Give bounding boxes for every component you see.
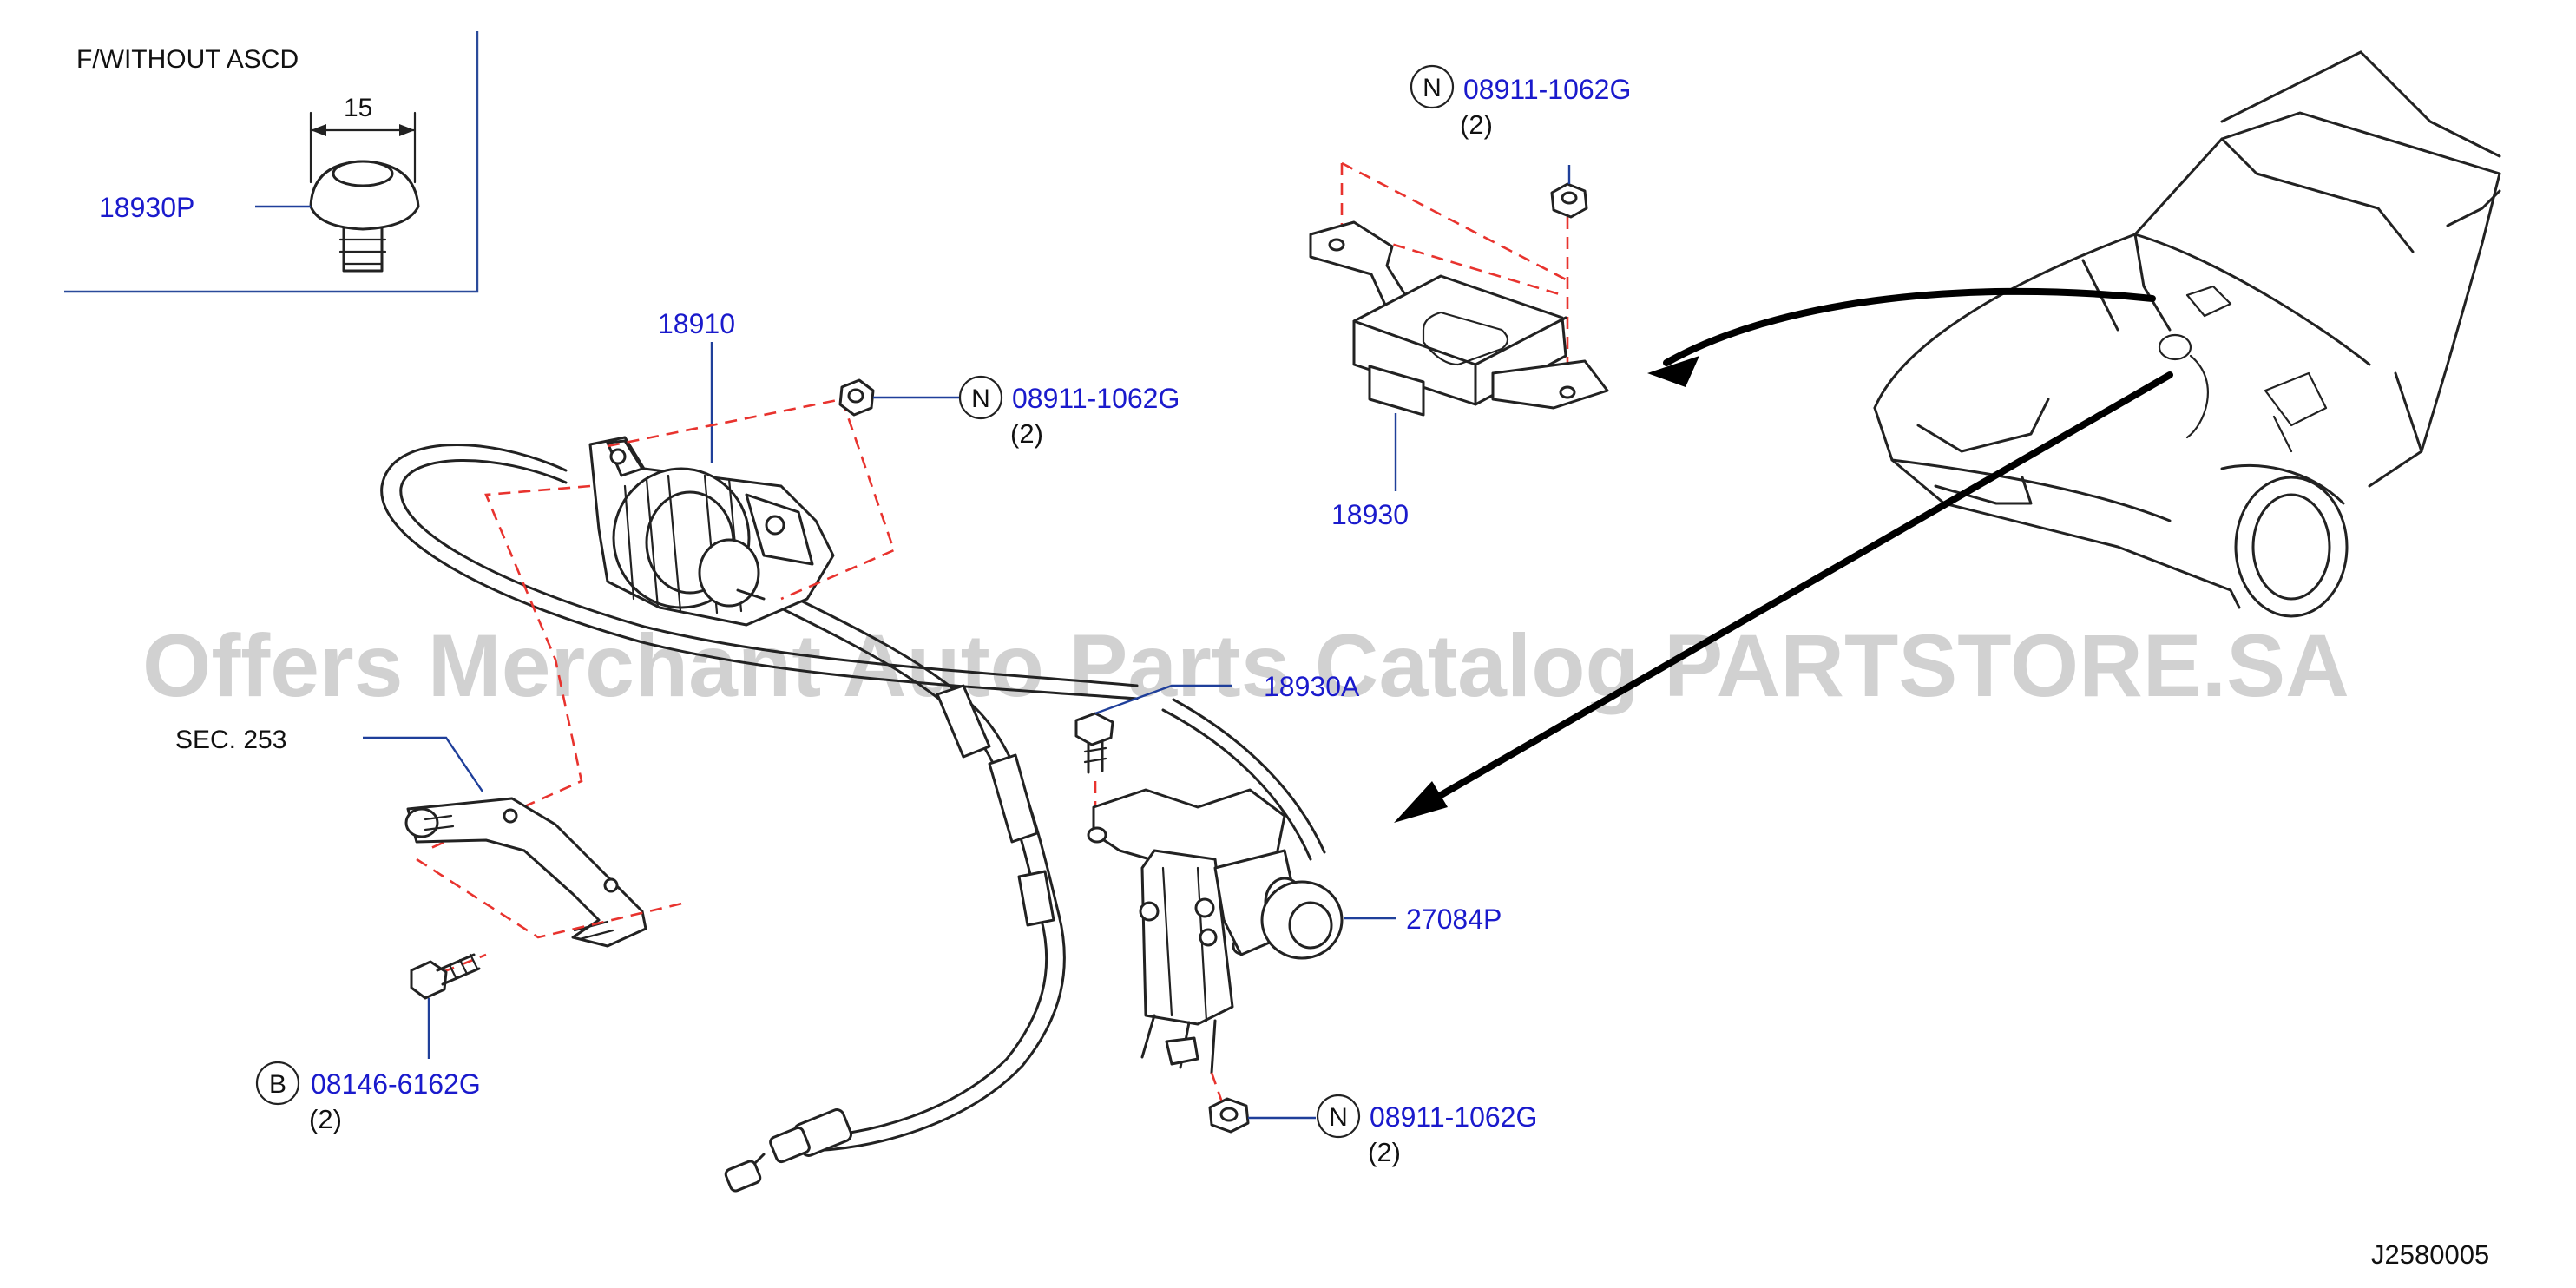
dimension-arrow-left (311, 124, 326, 136)
label-sec-253[interactable]: SEC. 253 (175, 726, 286, 754)
qty-bolt: (2) (309, 1104, 342, 1134)
circle-nut-top (1410, 64, 1455, 109)
leader-18930a (1094, 684, 1232, 715)
arrow-to-control-unit (1663, 287, 2156, 366)
dash-unit-diag (1341, 161, 1567, 281)
qty-nut-bottom: (2) (1368, 1137, 1401, 1167)
bolt-18930a (1074, 712, 1114, 774)
inset-title: F/WITHOUT ASCD (76, 45, 299, 74)
dash-actuator-nut (607, 398, 896, 601)
label-nut-mid[interactable]: 08911-1062G (1012, 383, 1180, 414)
nut-top (1550, 182, 1588, 219)
dash-actuator-bracket (424, 484, 591, 852)
plug-clip-18930p (309, 160, 420, 273)
label-18930[interactable]: 18930 (1331, 499, 1409, 530)
circle-nut-bottom-letter: N (1329, 1103, 1348, 1132)
dash-bolt (442, 953, 487, 974)
unit-27084p (1087, 788, 1344, 1074)
vehicle-illustration (1873, 50, 2501, 618)
throttle-cable (724, 585, 1066, 1193)
label-18930a[interactable]: 18930A (1264, 671, 1360, 702)
dash-nut-bottom (1210, 1072, 1224, 1103)
nut-mid (838, 378, 875, 417)
label-nut-top[interactable]: 08911-1062G (1463, 74, 1631, 105)
arrow-to-actuator (1416, 371, 2173, 811)
label-27084p[interactable]: 27084P (1406, 904, 1502, 935)
inset-border (64, 31, 479, 293)
circle-bolt (255, 1061, 300, 1106)
arrowhead-control-unit (1647, 356, 1699, 387)
accelerator-cable-loop (380, 443, 1326, 861)
actuator-18910 (588, 436, 835, 627)
qty-nut-mid: (2) (1010, 418, 1043, 449)
circle-bolt-letter: B (269, 1070, 286, 1099)
dimension-arrow-right (399, 124, 415, 136)
leader-sec-253 (363, 736, 483, 792)
cable-end-fitting (724, 1108, 853, 1193)
circle-nut-top-letter: N (1423, 74, 1442, 102)
circle-nut-bottom (1316, 1094, 1361, 1139)
circle-nut-mid (958, 375, 1003, 420)
watermark-text: Offers Merchant Auto Parts Catalog PARTS… (142, 616, 2349, 715)
bracket-sec-253 (404, 797, 647, 948)
label-bolt[interactable]: 08146-6162G (311, 1068, 481, 1100)
label-nut-bottom[interactable]: 08911-1062G (1370, 1101, 1537, 1133)
dimension-value: 15 (344, 94, 372, 122)
dash-bracket-lower (416, 858, 687, 939)
nut-bottom (1208, 1097, 1250, 1134)
label-18930p[interactable]: 18930P (99, 192, 194, 223)
label-18910[interactable]: 18910 (658, 308, 735, 339)
qty-nut-top: (2) (1460, 109, 1493, 140)
control-unit-18930 (1309, 220, 1609, 417)
inset-without-ascd: F/WITHOUT ASCD 15 18930P (64, 31, 479, 293)
circle-nut-mid-letter: N (971, 384, 990, 413)
bolt-08146 (410, 953, 481, 1000)
arrowhead-actuator (1394, 781, 1448, 823)
diagram-code: J2580005 (2371, 1239, 2489, 1270)
